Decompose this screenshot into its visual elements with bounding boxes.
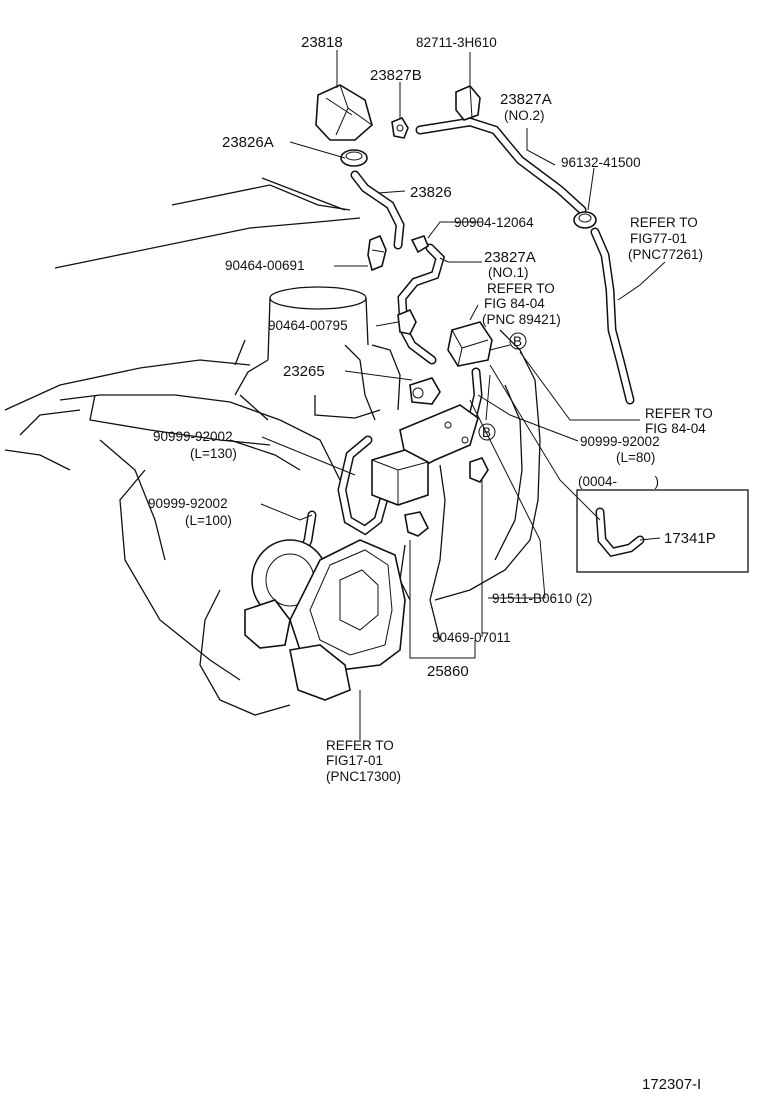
- leader-lines: [260, 50, 666, 740]
- marker-b-upper-text: B: [513, 334, 522, 349]
- label-refer-fig84b-line2: FIG 84-04: [645, 421, 706, 436]
- label-l100: (L=100): [185, 513, 232, 528]
- label-90999-92002-l130: 90999-92002: [153, 429, 233, 444]
- part-23818-charcoal-canister: [315, 84, 373, 141]
- marker-b-upper: B: [509, 332, 527, 350]
- label-no2: (NO.2): [504, 108, 545, 123]
- label-23827b: 23827B: [370, 67, 422, 84]
- part-96132-clamp: [573, 211, 597, 229]
- label-25860: 25860: [427, 663, 469, 680]
- label-17341p: 17341P: [664, 530, 716, 547]
- label-23827a-top: 23827A: [500, 91, 552, 108]
- label-refer-fig17-line1: REFER TO: [326, 738, 394, 753]
- part-90464-00795-clip: [397, 308, 417, 335]
- part-vsv-lower: [371, 449, 430, 537]
- figure-id: 172307-I: [642, 1076, 701, 1093]
- label-refer-fig84b-line1: REFER TO: [645, 406, 713, 421]
- label-refer-fig84a-line3: (PNC 89421): [482, 312, 561, 327]
- label-no1: (NO.1): [488, 265, 529, 280]
- label-90469-07011: 90469-07011: [432, 630, 511, 645]
- label-refer-fig77-line3: (PNC77261): [628, 247, 703, 262]
- inset-box: [576, 489, 749, 573]
- label-refer-fig17-line3: (PNC17300): [326, 769, 401, 784]
- part-90904-fitting: [410, 235, 429, 254]
- label-23826a: 23826A: [222, 134, 274, 151]
- label-96132-41500: 96132-41500: [561, 155, 641, 170]
- label-refer-fig77-line1: REFER TO: [630, 215, 698, 230]
- marker-b-lower: B: [478, 423, 496, 441]
- part-throttle-body: [244, 539, 406, 701]
- label-refer-fig77-line2: FIG77-01: [630, 231, 687, 246]
- label-90464-00691: 90464-00691: [225, 258, 305, 273]
- part-89421-vsv: [447, 321, 493, 367]
- part-90469-clip: [469, 457, 489, 483]
- label-23827a-mid: 23827A: [484, 249, 536, 266]
- part-17341P-hose: [595, 507, 645, 557]
- label-90999-92002-l80: 90999-92002: [580, 434, 660, 449]
- label-refer-fig84a-line2: FIG 84-04: [484, 296, 545, 311]
- part-23826A-clamp: [340, 149, 368, 167]
- label-refer-fig17-line2: FIG17-01: [326, 753, 383, 768]
- label-91511-b0610: 91511-B0610 (2): [492, 591, 592, 606]
- label-23826: 23826: [410, 184, 452, 201]
- part-23265-sensor: [409, 377, 441, 405]
- label-23265: 23265: [283, 363, 325, 380]
- label-refer-fig84a-line1: REFER TO: [487, 281, 555, 296]
- label-l130: (L=130): [190, 446, 237, 461]
- part-82711-fitting: [455, 85, 481, 121]
- part-90464-00691-clip: [367, 234, 387, 272]
- label-90904-12064: 90904-12064: [454, 215, 534, 230]
- label-date-range: (0004- ): [578, 474, 659, 489]
- label-23818: 23818: [301, 34, 343, 51]
- part-23827B-clip: [391, 117, 409, 139]
- label-90464-00795: 90464-00795: [268, 318, 348, 333]
- labels: 23818 82711-3H610 23827B 23827A (NO.2) 2…: [148, 34, 716, 1093]
- label-90999-92002-l100: 90999-92002: [148, 496, 228, 511]
- marker-b-lower-text: B: [482, 425, 491, 440]
- label-82711-3h610: 82711-3H610: [416, 35, 497, 50]
- label-l80: (L=80): [616, 450, 655, 465]
